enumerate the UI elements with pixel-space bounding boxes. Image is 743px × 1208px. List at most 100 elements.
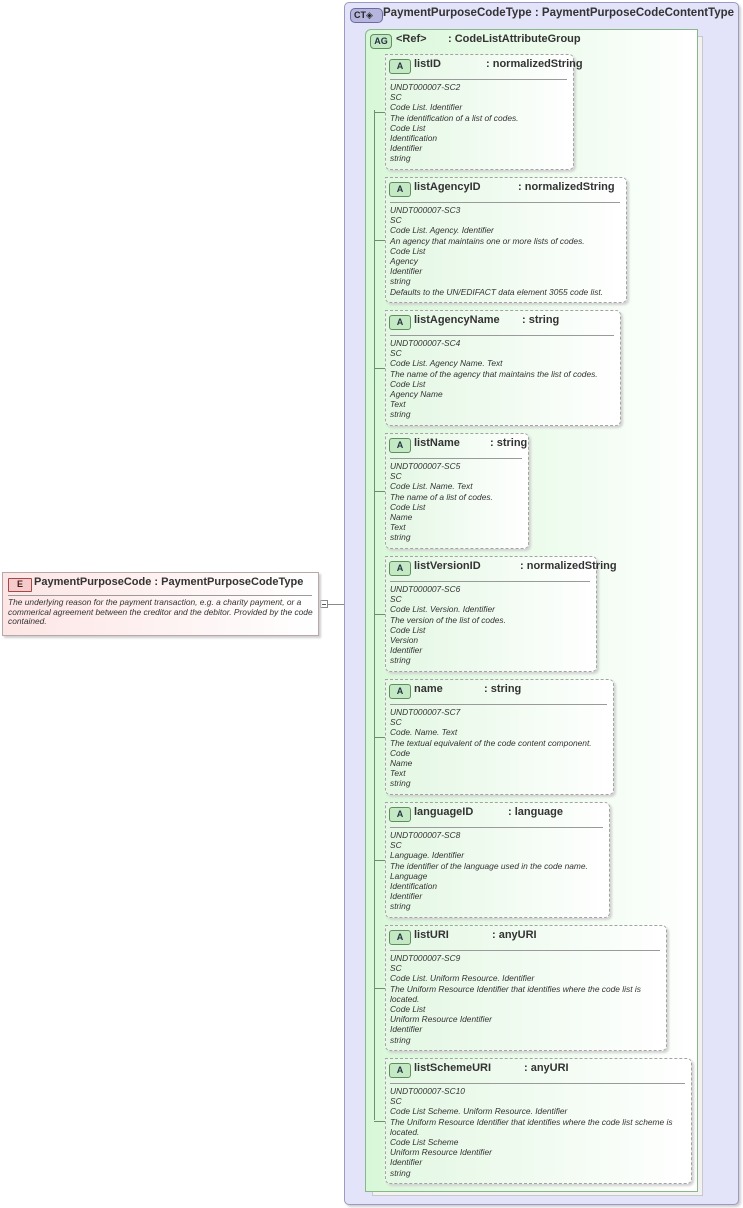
documentation-line: The name of the agency that maintains th… bbox=[390, 368, 598, 379]
attribute-type: : normalizedString bbox=[518, 181, 615, 193]
documentation-line: UNDT000007-SC6 bbox=[390, 584, 461, 594]
attribute-group-name: <Ref> bbox=[396, 33, 427, 45]
element-icon: E bbox=[8, 578, 32, 592]
documentation-line: SC bbox=[390, 92, 402, 103]
attribute-divider bbox=[390, 581, 590, 582]
attribute-divider bbox=[390, 79, 567, 80]
documentation-line: Text bbox=[390, 522, 406, 533]
attribute-connector bbox=[374, 368, 386, 369]
documentation-line: Identifier bbox=[390, 1024, 423, 1035]
complex-type-icon: CT◈ bbox=[350, 8, 383, 23]
documentation-line: Code List. Identifier bbox=[390, 102, 463, 113]
attribute-type: : language bbox=[508, 806, 564, 818]
documentation-line: Uniform Resource Identifier bbox=[390, 1147, 492, 1158]
documentation-line: Code List bbox=[390, 1004, 426, 1015]
documentation-line: SC bbox=[390, 594, 402, 605]
element-box[interactable]: E PaymentPurposeCode : PaymentPurposeCod… bbox=[2, 572, 319, 636]
documentation-line: string bbox=[390, 532, 411, 543]
attribute-icon: A bbox=[389, 438, 411, 453]
attribute-name: listAgencyID bbox=[414, 181, 481, 193]
documentation-line: Language bbox=[390, 870, 428, 881]
documentation-line: string bbox=[390, 409, 411, 420]
attribute-name: listAgencyName bbox=[414, 314, 500, 326]
documentation-line: Code List bbox=[390, 501, 426, 512]
documentation-line: Language. Identifier bbox=[390, 850, 465, 861]
documentation-line: string bbox=[390, 276, 411, 287]
attribute-group-icon: AG bbox=[370, 34, 392, 49]
complex-type-type: PaymentPurposeCodeContentType bbox=[541, 7, 735, 19]
attribute-connector bbox=[374, 737, 386, 738]
documentation-line: An agency that maintains one or more lis… bbox=[390, 235, 585, 246]
documentation-line: string bbox=[390, 778, 411, 789]
documentation-line: SC bbox=[390, 963, 402, 974]
attribute-divider bbox=[390, 335, 614, 336]
attribute-connector bbox=[374, 988, 386, 989]
attribute-divider bbox=[390, 827, 603, 828]
documentation-line: Version bbox=[390, 635, 419, 646]
documentation-line: SC bbox=[390, 840, 402, 851]
documentation-line: The Uniform Resource Identifier that ide… bbox=[390, 1116, 673, 1137]
attribute-type: : string bbox=[484, 683, 522, 695]
documentation-line: string bbox=[390, 153, 411, 164]
complex-type-name: PaymentPurposeCodeType bbox=[383, 7, 532, 19]
attribute-icon: A bbox=[389, 182, 411, 197]
attribute-icon: A bbox=[389, 561, 411, 576]
element-name: PaymentPurposeCode bbox=[34, 576, 152, 588]
documentation-line: Code List. Agency. Identifier bbox=[390, 225, 494, 236]
attribute-connector bbox=[374, 491, 386, 492]
attribute-divider bbox=[390, 950, 660, 951]
documentation-line: UNDT000007-SC9 bbox=[390, 953, 461, 963]
documentation-line: Code List. Uniform Resource. Identifier bbox=[390, 973, 535, 984]
documentation-line: The name of a list of codes. bbox=[390, 491, 493, 502]
documentation-line: UNDT000007-SC2 bbox=[390, 82, 461, 92]
documentation-line: Code List bbox=[390, 245, 426, 256]
attribute-icon: A bbox=[389, 59, 411, 74]
documentation-line: The identification of a list of codes. bbox=[390, 112, 519, 123]
documentation-line: The textual equivalent of the code conte… bbox=[390, 737, 592, 748]
documentation-line: Code List. Version. Identifier bbox=[390, 604, 495, 615]
documentation-line: Text bbox=[390, 768, 406, 779]
documentation-line: Code List Scheme. Uniform Resource. Iden… bbox=[390, 1106, 568, 1117]
documentation-line: The Uniform Resource Identifier that ide… bbox=[390, 983, 641, 1004]
element-documentation: The underlying reason for the payment tr… bbox=[8, 597, 313, 626]
attribute-type: : string bbox=[522, 314, 560, 326]
documentation-line: Name bbox=[390, 758, 413, 769]
documentation-line: Identifier bbox=[390, 266, 423, 277]
collapse-toggle[interactable] bbox=[320, 600, 328, 608]
attribute-name: listURI bbox=[414, 929, 449, 941]
documentation-line: SC bbox=[390, 348, 402, 359]
documentation-line: Agency Name bbox=[390, 389, 443, 400]
documentation-line: Code List. Name. Text bbox=[390, 481, 473, 492]
attribute-type: : normalizedString bbox=[486, 58, 583, 70]
attribute-name: listID bbox=[414, 58, 441, 70]
documentation-line: Code List bbox=[390, 122, 426, 133]
attribute-name: name bbox=[414, 683, 443, 695]
documentation-line: string bbox=[390, 1167, 411, 1178]
documentation-line: UNDT000007-SC7 bbox=[390, 707, 461, 717]
documentation-line: Identifier bbox=[390, 645, 423, 656]
attribute-divider bbox=[390, 458, 522, 459]
complex-type-title: PaymentPurposeCodeType : PaymentPurposeC… bbox=[383, 7, 734, 19]
attribute-icon: A bbox=[389, 807, 411, 822]
attribute-icon: A bbox=[389, 1063, 411, 1078]
attribute-name: languageID bbox=[414, 806, 474, 818]
documentation-line: string bbox=[390, 655, 411, 666]
documentation-line: UNDT000007-SC4 bbox=[390, 338, 461, 348]
element-type: PaymentPurposeCodeType bbox=[161, 576, 304, 588]
documentation-line: Identifier bbox=[390, 1157, 423, 1168]
attribute-connector bbox=[374, 614, 386, 615]
